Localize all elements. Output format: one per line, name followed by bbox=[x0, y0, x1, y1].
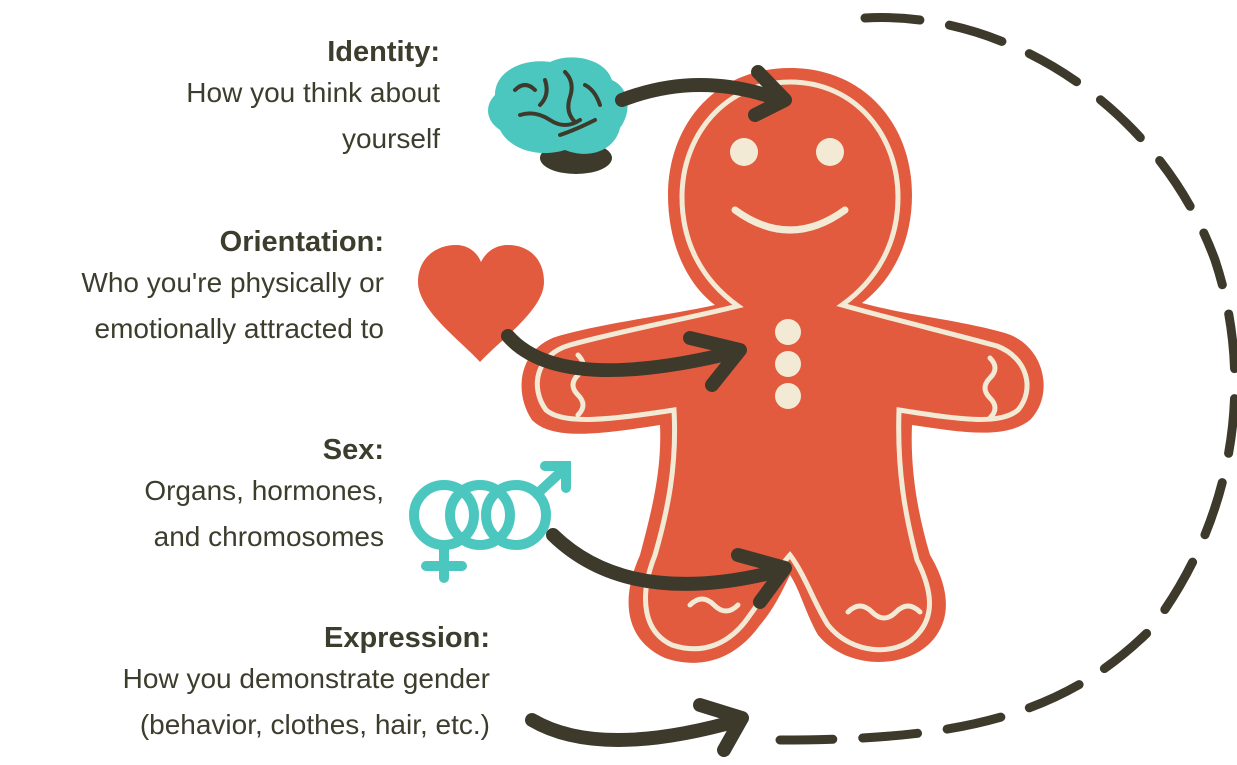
identity-section: Identity: How you think about yourself bbox=[60, 34, 440, 162]
expression-title: Expression: bbox=[324, 622, 490, 654]
expression-description-line: (behavior, clothes, hair, etc.) bbox=[139, 709, 490, 740]
sex-title: Sex: bbox=[322, 434, 384, 466]
sex-description-line: and chromosomes bbox=[153, 521, 384, 552]
intersex-symbol-icon bbox=[409, 461, 571, 583]
expression-arrow-icon bbox=[525, 713, 747, 747]
orientation-section: Orientation: Who you're physically or em… bbox=[0, 224, 384, 352]
identity-description-line: How you think about bbox=[186, 77, 440, 108]
gingerbread-icing-outline bbox=[534, 79, 1030, 653]
orientation-description-line: emotionally attracted to bbox=[94, 313, 385, 344]
heart-icon bbox=[418, 245, 544, 362]
gingerbread-right-arm-squiggle bbox=[982, 355, 998, 421]
gingerbread-left-leg-squiggle bbox=[687, 596, 741, 614]
arrows bbox=[501, 65, 792, 757]
identity-arrow-icon bbox=[615, 78, 787, 107]
sex-arrow-head-icon bbox=[731, 548, 792, 609]
gingerbread-button bbox=[775, 319, 801, 345]
gingerbread-left-eye bbox=[730, 138, 758, 166]
expression-dashed-outline bbox=[775, 13, 1237, 745]
orientation-description-line: Who you're physically or bbox=[81, 267, 384, 298]
brain-icon bbox=[488, 57, 628, 174]
sex-description-line: Organs, hormones, bbox=[144, 475, 384, 506]
gingerbread-button bbox=[775, 351, 801, 377]
expression-description-line: How you demonstrate gender bbox=[122, 663, 490, 694]
sex-arrow-icon bbox=[546, 528, 789, 591]
gingerbread-smile bbox=[731, 206, 849, 234]
sex-section: Sex: Organs, hormones, and chromosomes bbox=[60, 432, 384, 560]
gingerbread-button bbox=[775, 383, 801, 409]
identity-description-line: yourself bbox=[341, 123, 440, 154]
gingerbread-right-leg-squiggle bbox=[845, 603, 923, 621]
orientation-arrow-icon bbox=[501, 329, 742, 378]
identity-title: Identity: bbox=[327, 36, 440, 68]
gingerbread-right-eye bbox=[816, 138, 844, 166]
expression-arrow-head-icon bbox=[693, 698, 749, 757]
expression-section: Expression: How you demonstrate gender (… bbox=[20, 620, 490, 748]
identity-arrow-head-icon bbox=[748, 65, 792, 122]
orientation-title: Orientation: bbox=[219, 226, 384, 258]
orientation-arrow-head-icon bbox=[683, 331, 747, 392]
